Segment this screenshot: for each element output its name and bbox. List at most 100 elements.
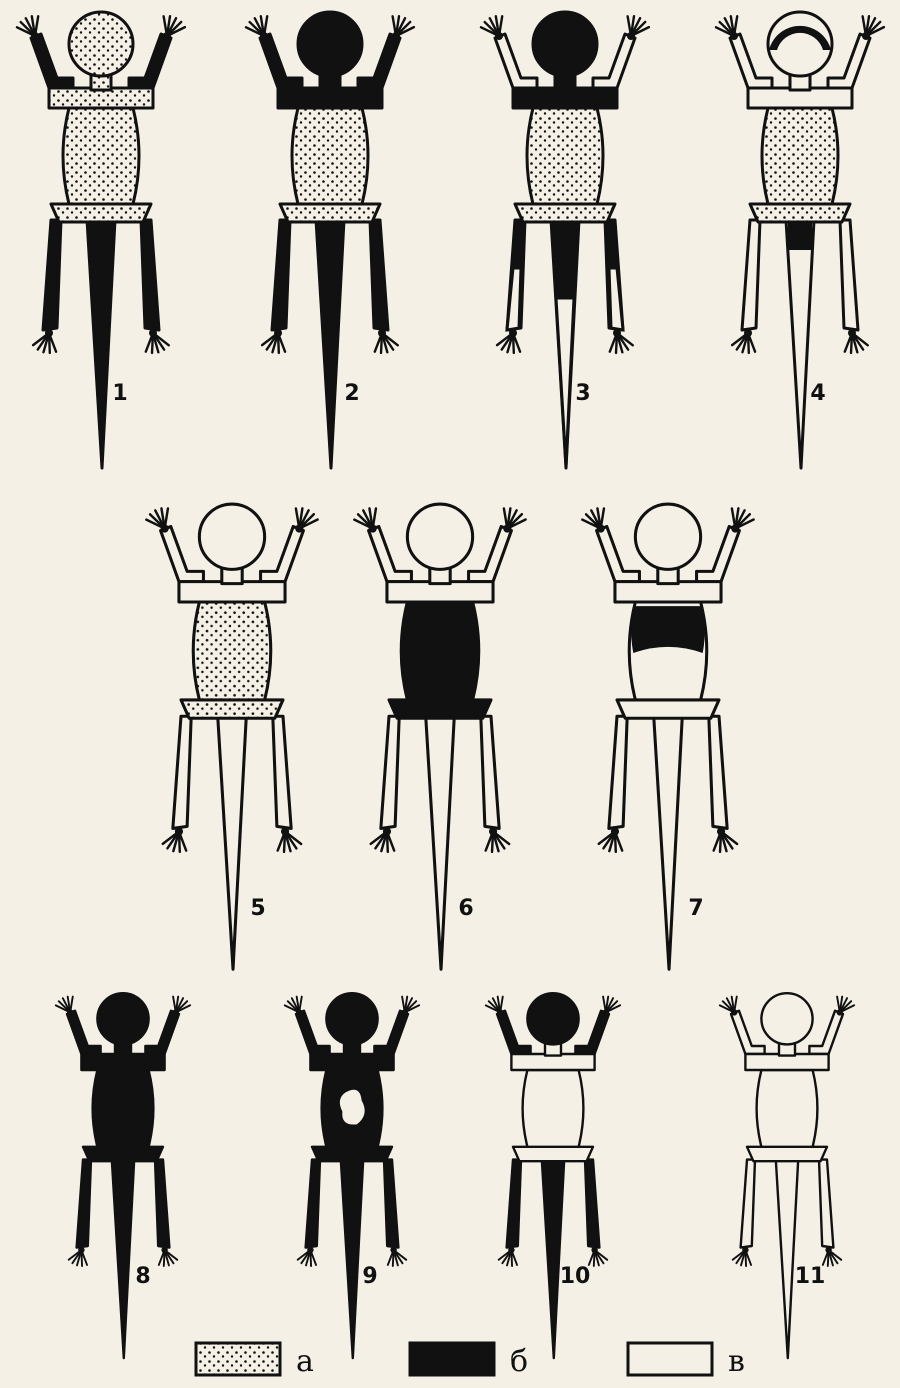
- tail: [316, 220, 344, 468]
- left-foot-icon: [33, 329, 56, 353]
- legend-label: а: [296, 1344, 314, 1379]
- hips: [280, 204, 380, 222]
- figure-8: [56, 993, 190, 1358]
- head: [635, 504, 700, 569]
- left-arm: [296, 1011, 330, 1054]
- figure-label: 2: [344, 381, 359, 406]
- figure-label: 4: [810, 381, 825, 406]
- figure-label: 1: [112, 381, 127, 406]
- left-arm: [731, 1011, 765, 1054]
- hips: [513, 1147, 593, 1161]
- right-foot-icon: [388, 1247, 406, 1266]
- trunk: [527, 108, 603, 204]
- legend: а б в: [196, 1343, 745, 1379]
- head: [527, 993, 578, 1044]
- figures-layer: 1234567891011: [17, 12, 884, 1358]
- right-leg: [709, 716, 727, 828]
- trunk: [523, 1070, 584, 1147]
- left-hand-icon: [486, 997, 504, 1016]
- left-arm: [597, 527, 640, 582]
- right-foot-icon: [375, 329, 398, 353]
- right-arm: [809, 1011, 843, 1054]
- legend-swatch: [196, 1343, 280, 1375]
- right-hand-icon: [173, 997, 191, 1016]
- legend-label: в: [728, 1344, 745, 1379]
- hips: [181, 700, 283, 718]
- figure-label: 8: [135, 1264, 150, 1289]
- head: [298, 12, 362, 76]
- left-hand-icon: [716, 16, 738, 40]
- tail: [542, 1160, 564, 1358]
- trunk: [193, 602, 271, 700]
- figure-label: 10: [560, 1264, 591, 1289]
- right-foot-icon: [610, 329, 633, 353]
- head: [326, 993, 377, 1044]
- left-hand-icon: [582, 508, 604, 532]
- left-foot-icon: [69, 1247, 87, 1266]
- left-leg: [77, 1160, 91, 1248]
- right-arm: [358, 34, 400, 88]
- right-arm: [828, 34, 870, 88]
- tail: [218, 716, 247, 969]
- legend-swatch: [628, 1343, 712, 1375]
- legend-label: б: [510, 1344, 528, 1379]
- figure-10: [486, 993, 620, 1358]
- left-hand-icon: [481, 16, 503, 40]
- right-arm: [145, 1011, 179, 1054]
- left-foot-icon: [298, 1247, 316, 1266]
- hips: [389, 700, 491, 718]
- left-leg: [43, 220, 61, 330]
- right-foot-icon: [146, 329, 169, 353]
- right-foot-icon: [159, 1247, 177, 1266]
- figure-3: [481, 12, 649, 468]
- left-foot-icon: [499, 1247, 517, 1266]
- figure-label: 5: [250, 896, 265, 921]
- hips: [515, 204, 615, 222]
- hips: [51, 204, 151, 222]
- trunk: [292, 108, 368, 204]
- right-hand-icon: [402, 997, 420, 1016]
- left-arm: [730, 34, 772, 88]
- figure-1: [17, 12, 185, 468]
- head: [761, 993, 812, 1044]
- legend-item-white: в: [628, 1343, 745, 1379]
- right-arm: [593, 34, 635, 88]
- right-leg: [840, 220, 858, 330]
- tail: [426, 716, 455, 969]
- left-foot-icon: [371, 827, 394, 851]
- trunk: [93, 1070, 154, 1147]
- right-leg: [273, 716, 291, 828]
- figure-label: 11: [795, 1264, 826, 1289]
- right-leg: [155, 1160, 169, 1248]
- tail: [776, 1160, 798, 1358]
- tail: [341, 1160, 363, 1358]
- left-arm: [369, 527, 412, 582]
- figure-5: [146, 504, 317, 969]
- right-hand-icon: [295, 508, 317, 532]
- tail: [112, 1160, 134, 1358]
- left-hand-icon: [146, 508, 168, 532]
- right-foot-icon: [845, 329, 868, 353]
- left-arm: [497, 1011, 531, 1054]
- right-leg: [141, 220, 159, 330]
- left-arm: [67, 1011, 101, 1054]
- right-arm: [575, 1011, 609, 1054]
- right-hand-icon: [163, 16, 185, 40]
- figure-label: 9: [362, 1264, 377, 1289]
- left-foot-icon: [599, 827, 622, 851]
- figure-label: 6: [458, 896, 473, 921]
- head: [407, 504, 472, 569]
- left-arm: [31, 34, 73, 88]
- tail: [786, 220, 814, 468]
- right-hand-icon: [862, 16, 884, 40]
- right-leg: [384, 1160, 398, 1248]
- left-leg: [742, 220, 760, 330]
- left-leg: [609, 716, 627, 828]
- right-foot-icon: [823, 1247, 841, 1266]
- left-hand-icon: [720, 997, 738, 1016]
- right-arm: [697, 527, 740, 582]
- figure-11: [720, 993, 854, 1358]
- right-foot-icon: [589, 1247, 607, 1266]
- right-leg: [370, 220, 388, 330]
- head: [199, 504, 264, 569]
